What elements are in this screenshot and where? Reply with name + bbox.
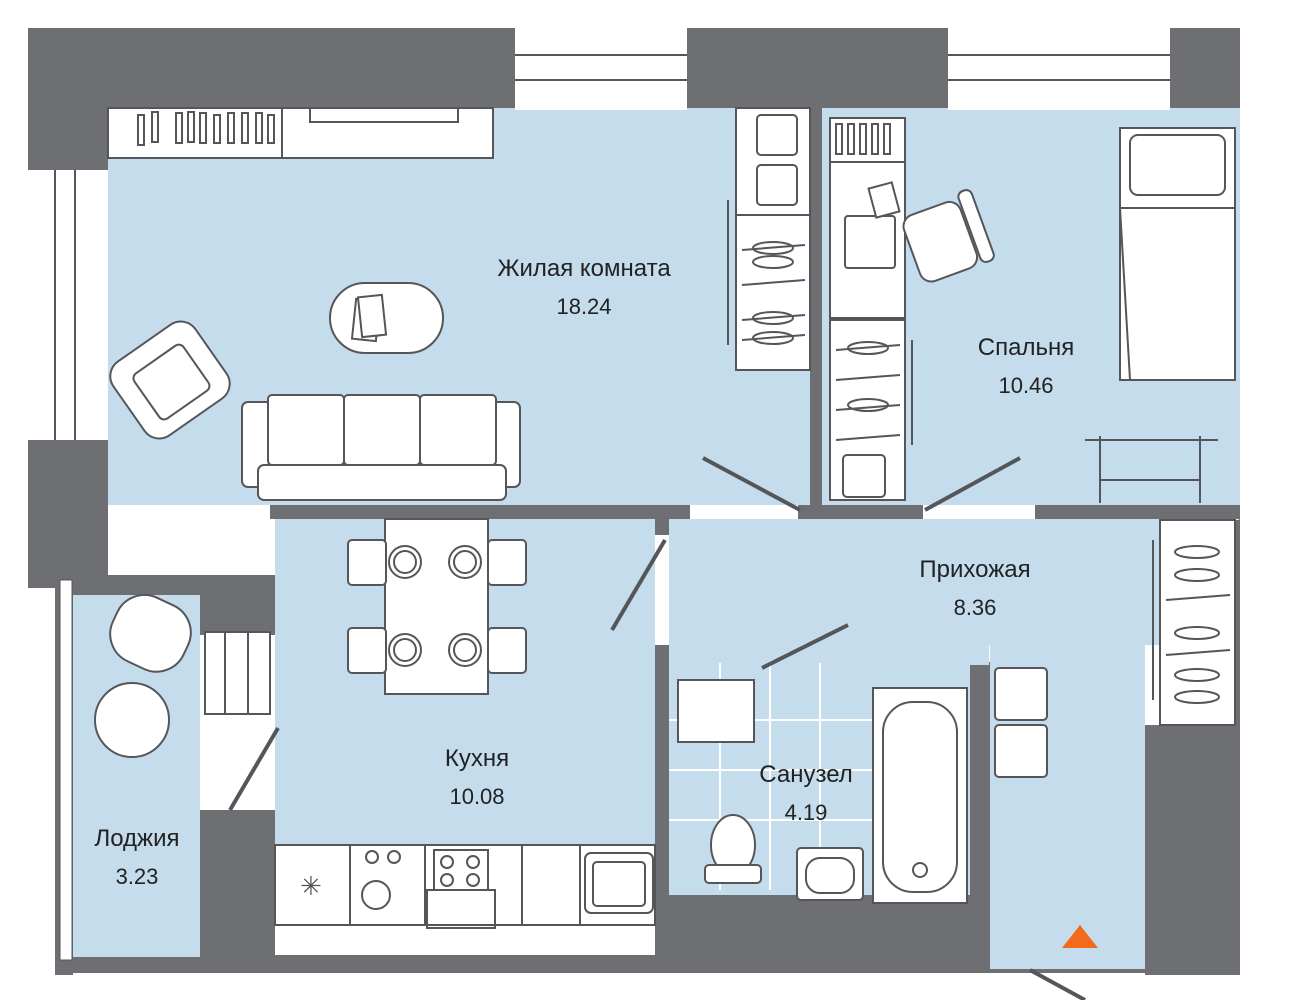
hallway-wardrobe (994, 519, 1236, 778)
bathroom-area: 4.19 (785, 800, 828, 825)
sink-icon (584, 852, 654, 914)
kitchen-name: Кухня (445, 745, 509, 772)
washing-machine-icon (994, 667, 1048, 721)
dining-table (384, 518, 489, 695)
kitchen-furniture: ✳ (274, 518, 656, 929)
laptop-icon (844, 215, 896, 269)
fridge-icon: ✳ (300, 872, 322, 902)
hallway-name: Прихожая (919, 556, 1030, 583)
round-table (94, 682, 170, 758)
bedroom-furniture (829, 117, 1236, 503)
washbasin-icon (796, 847, 864, 901)
room-labels: Жилая комната 18.24 Спальня 10.46 Прихож… (94, 255, 1074, 889)
windows (28, 28, 1170, 961)
bedroom-area: 10.46 (998, 373, 1053, 398)
hallway-floor-3 (669, 645, 989, 665)
kitchen-area: 10.08 (449, 784, 504, 809)
toilet-icon (704, 814, 762, 884)
bedroom-name: Спальня (978, 334, 1074, 361)
rack-icon (1085, 436, 1218, 503)
stove-icon (426, 849, 496, 929)
armchair-icon (109, 320, 231, 440)
books-icon (835, 123, 891, 155)
entrance-triangle-up-icon (1062, 925, 1098, 948)
chair (347, 539, 527, 674)
living-room-area: 18.24 (556, 294, 611, 319)
sofa-icon (241, 394, 521, 501)
loggia-name: Лоджия (94, 825, 179, 852)
office-chair-icon (902, 189, 995, 283)
boiler-icon (677, 679, 755, 743)
bed-icon (1118, 127, 1236, 381)
living-room-name: Жилая комната (497, 255, 671, 282)
living-room-furniture (107, 107, 521, 501)
plates-icon (388, 545, 482, 667)
hallway-area: 8.36 (954, 595, 997, 620)
coffee-table (329, 282, 444, 354)
bathroom-name: Санузел (759, 761, 853, 788)
dishwasher-icon (361, 850, 401, 910)
books-icon (137, 111, 275, 146)
wardrobe-living (727, 107, 811, 371)
bathtub-icon (872, 687, 968, 904)
bathroom-fixtures (677, 679, 968, 904)
kitchen-counter (274, 844, 656, 926)
loggia-area: 3.23 (116, 864, 159, 889)
loggia-furniture (94, 593, 192, 758)
doors (228, 456, 1086, 1000)
dryer-icon (994, 724, 1048, 778)
